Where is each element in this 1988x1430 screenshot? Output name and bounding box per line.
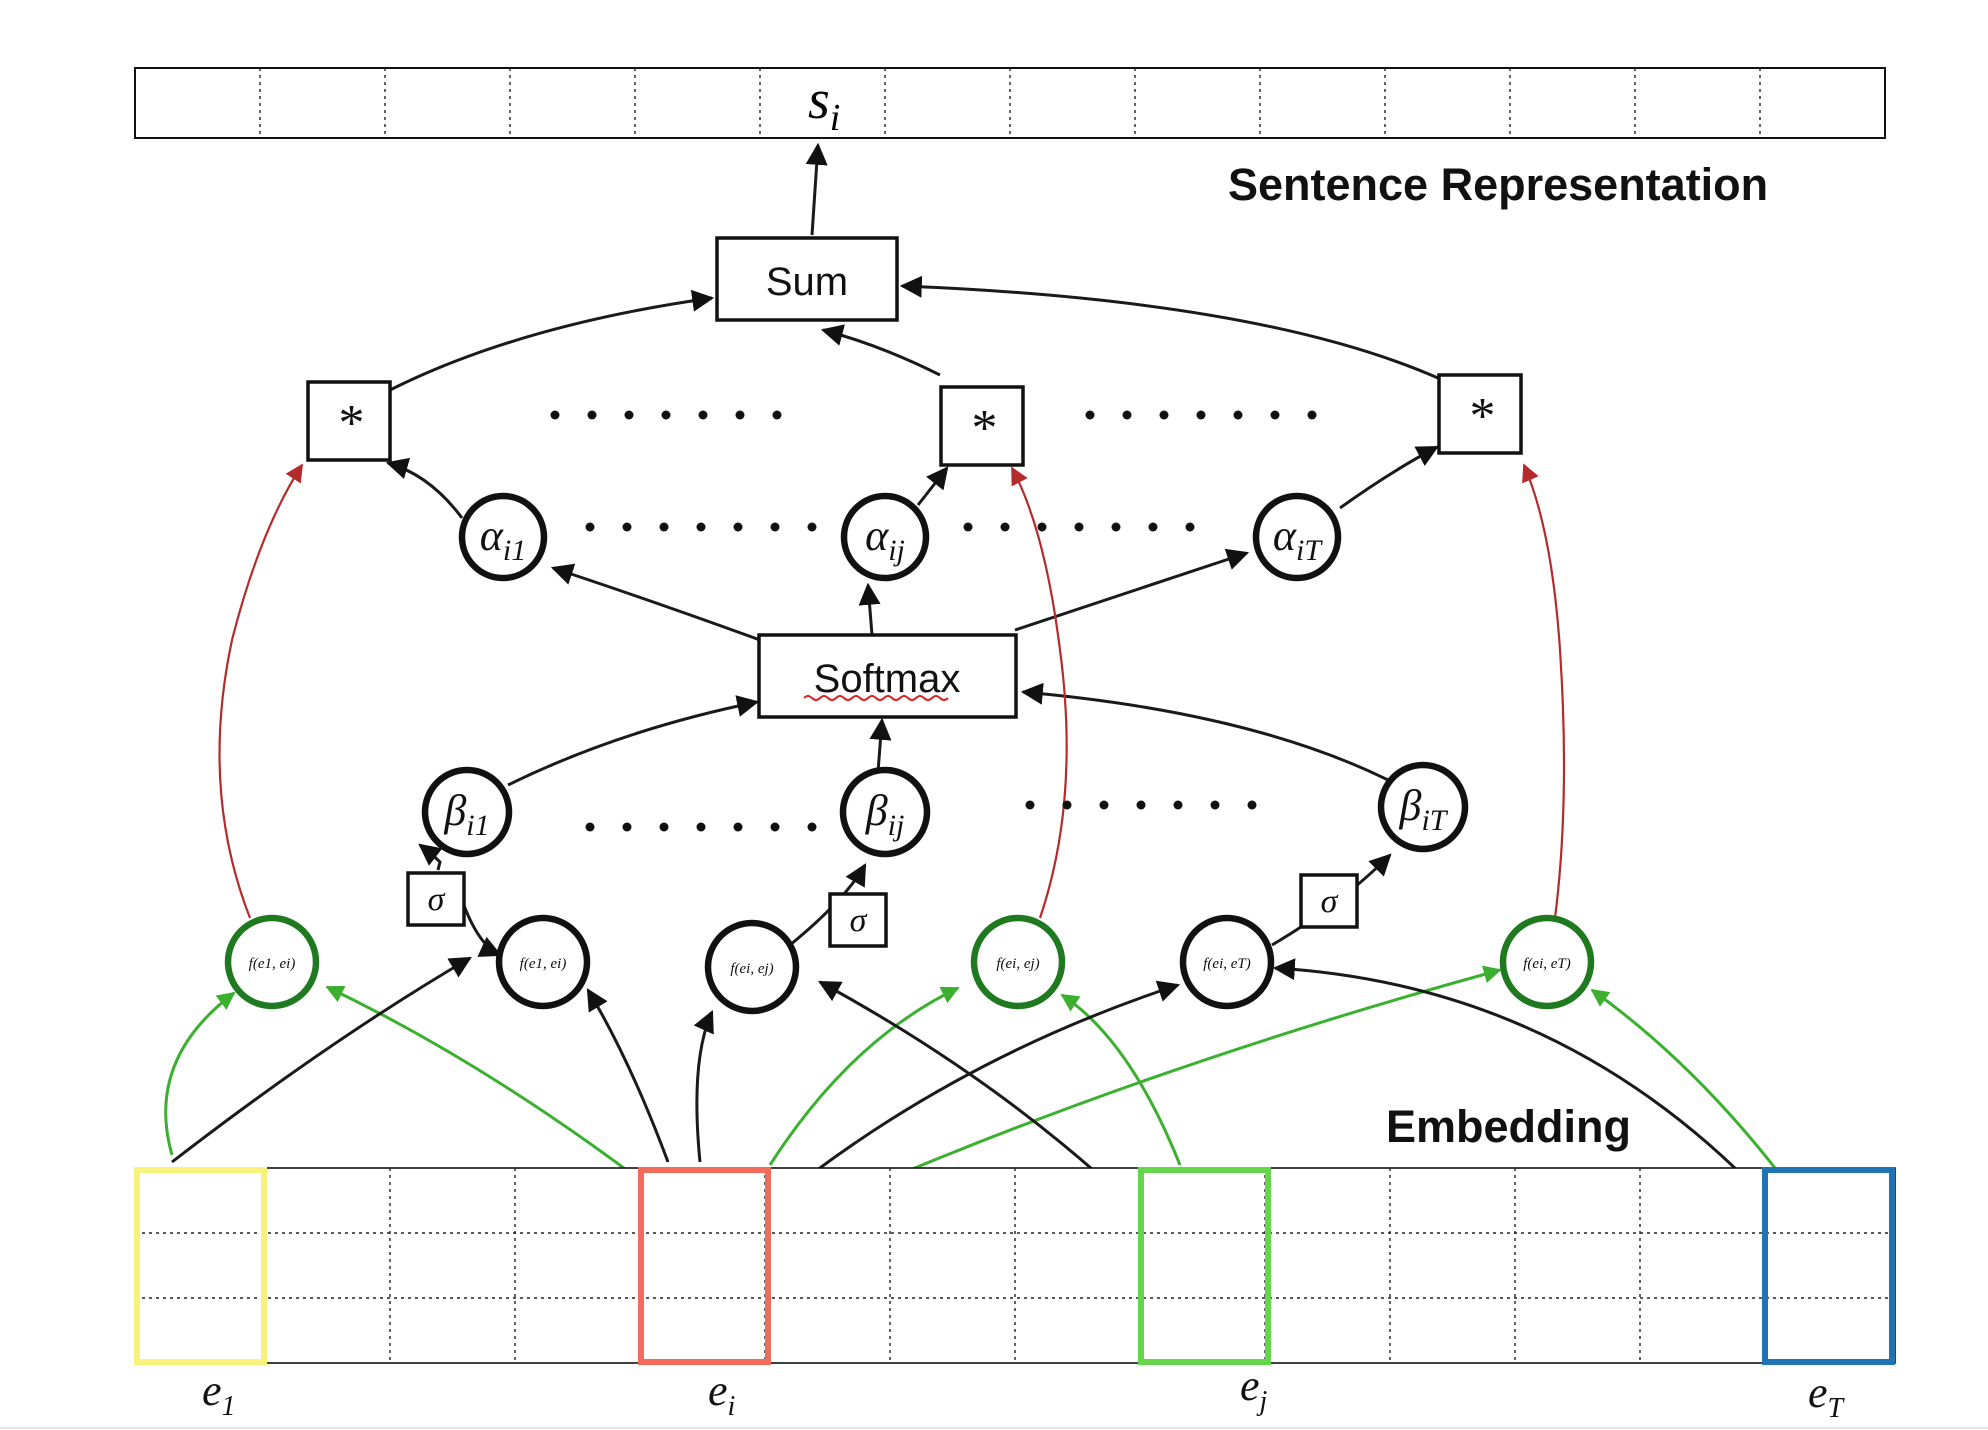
green-arrow-ej-to-fj <box>1060 993 1182 1166</box>
embedding-column-ei <box>638 1167 771 1365</box>
arrow-betaT-to-softmax <box>1020 682 1389 782</box>
black-arrow-ei-to-fjb <box>693 1009 714 1163</box>
svg-text:f(ei, ej): f(ei, ej) <box>996 956 1039 972</box>
beta-node-i1: βi1 <box>421 766 513 858</box>
green-arrow-ei-to-fj <box>768 986 960 1166</box>
f-node-ei-ej-black: f(ei, ej) <box>704 919 800 1015</box>
beta-node-iT: βiT <box>1377 761 1469 853</box>
arrow-betaj-to-softmax <box>869 717 892 773</box>
green-arrow-eT-to-fT <box>1590 988 1777 1169</box>
mult-T-label: * <box>1467 388 1493 445</box>
embedding-column-eT <box>1762 1167 1895 1365</box>
embedding-label-ej: ej <box>1240 1361 1268 1417</box>
arrow-beta1-to-softmax <box>507 695 760 787</box>
sum-box: Sum <box>715 236 899 322</box>
svg-text:σ: σ <box>428 881 446 918</box>
sigma-box-j: σ <box>828 892 888 948</box>
arrow-alpha1-to-mult1 <box>385 457 464 519</box>
red-skip-edges <box>218 463 1566 919</box>
black-arrow-eT-to-fTb <box>1272 958 1764 1197</box>
arrow-multT-to-sum <box>899 275 1439 380</box>
f-node-ei-ej-green: f(ei, ej) <box>970 914 1066 1010</box>
svg-text:f(ei, eT): f(ei, eT) <box>1523 956 1570 972</box>
sigma-box-T: σ <box>1299 873 1359 929</box>
f-node-e1-ei-black: f(e1, ei) <box>495 914 591 1010</box>
beta-node-ij: βij <box>839 766 931 858</box>
embedding-caption: Embedding <box>1386 1101 1631 1152</box>
sentence-representation-bar: si <box>134 67 1886 139</box>
arrow-multj-to-sum <box>820 324 941 377</box>
embedding-matrix <box>134 1167 1896 1365</box>
red-arrow-f1-to-mult1 <box>218 463 303 919</box>
sentence-representation-caption: Sentence Representation <box>1228 159 1768 210</box>
black-arrow-ei-to-f1b <box>586 988 670 1163</box>
arrow-f1b-to-sigma1 <box>460 899 503 957</box>
svg-text:f(e1, ei): f(e1, ei) <box>520 956 567 972</box>
svg-text:αi1: αi1 <box>480 511 526 567</box>
svg-text:βiT: βiT <box>1399 781 1449 837</box>
svg-text:f(ei, ej): f(ei, ej) <box>730 961 773 977</box>
softmax-box: Softmax <box>757 633 1018 719</box>
f-node-e1-ei-green: f(e1, ei) <box>224 914 320 1010</box>
sentence-vector-label: si <box>808 69 840 139</box>
mult-1-label: * <box>336 395 362 452</box>
softmax-label: Softmax <box>814 657 961 701</box>
embedding-column-e1 <box>134 1167 267 1365</box>
arrow-alphaT-to-multT <box>1339 445 1439 510</box>
black-arrow-ei-to-fTb <box>771 980 1181 1207</box>
mult-box-T: * <box>1437 373 1523 455</box>
embedding-label-eT: eT <box>1808 1368 1846 1424</box>
svg-text:αij: αij <box>865 511 905 567</box>
arrow-alphaj-to-multj <box>916 466 949 506</box>
mult-box-1: * <box>306 380 392 462</box>
alpha-node-ij: αij <box>840 492 930 582</box>
embedding-label-e1: e1 <box>202 1366 236 1422</box>
f-node-ei-eT-green: f(ei, eT) <box>1499 914 1595 1010</box>
red-arrow-fj-to-multj <box>1011 466 1068 919</box>
sentence-bar-cell-dividers <box>259 68 1761 138</box>
sigma-box-1: σ <box>406 871 466 927</box>
svg-text:f(e1, ei): f(e1, ei) <box>249 956 296 972</box>
embedding-label-ei: ei <box>708 1366 735 1422</box>
spellcheck-underline <box>803 695 949 701</box>
black-arrow-e1-to-f1b <box>171 956 472 1164</box>
alpha-node-i1: αi1 <box>458 492 548 582</box>
green-arrow-ei-to-f1 <box>325 985 641 1182</box>
svg-text:βij: βij <box>865 786 905 842</box>
arrow-softmax-to-alphaT <box>1014 548 1250 632</box>
arrow-sum-to-si <box>805 142 828 236</box>
mult-j-label: * <box>969 400 995 457</box>
arrow-softmax-to-alpha1 <box>550 563 761 642</box>
embedding-column-ej <box>1138 1167 1271 1365</box>
svg-text:f(ei, eT): f(ei, eT) <box>1203 956 1250 972</box>
ellipsis-dots <box>550 410 1317 832</box>
svg-text:βi1: βi1 <box>443 786 489 842</box>
svg-text:σ: σ <box>850 902 868 939</box>
svg-text:σ: σ <box>1321 883 1339 920</box>
sum-label: Sum <box>766 260 848 304</box>
f-node-ei-eT-black: f(ei, eT) <box>1179 914 1275 1010</box>
arrow-mult1-to-sum <box>389 289 715 392</box>
arrow-sigma1-to-beta1 <box>418 843 443 871</box>
mult-box-j: * <box>939 385 1025 467</box>
arrow-softmax-to-alphaj <box>858 582 881 636</box>
green-arrow-e1-to-f1 <box>164 991 236 1156</box>
red-arrow-fT-to-multT <box>1522 463 1566 919</box>
svg-text:αiT: αiT <box>1273 511 1323 567</box>
alpha-node-iT: αiT <box>1252 492 1342 582</box>
